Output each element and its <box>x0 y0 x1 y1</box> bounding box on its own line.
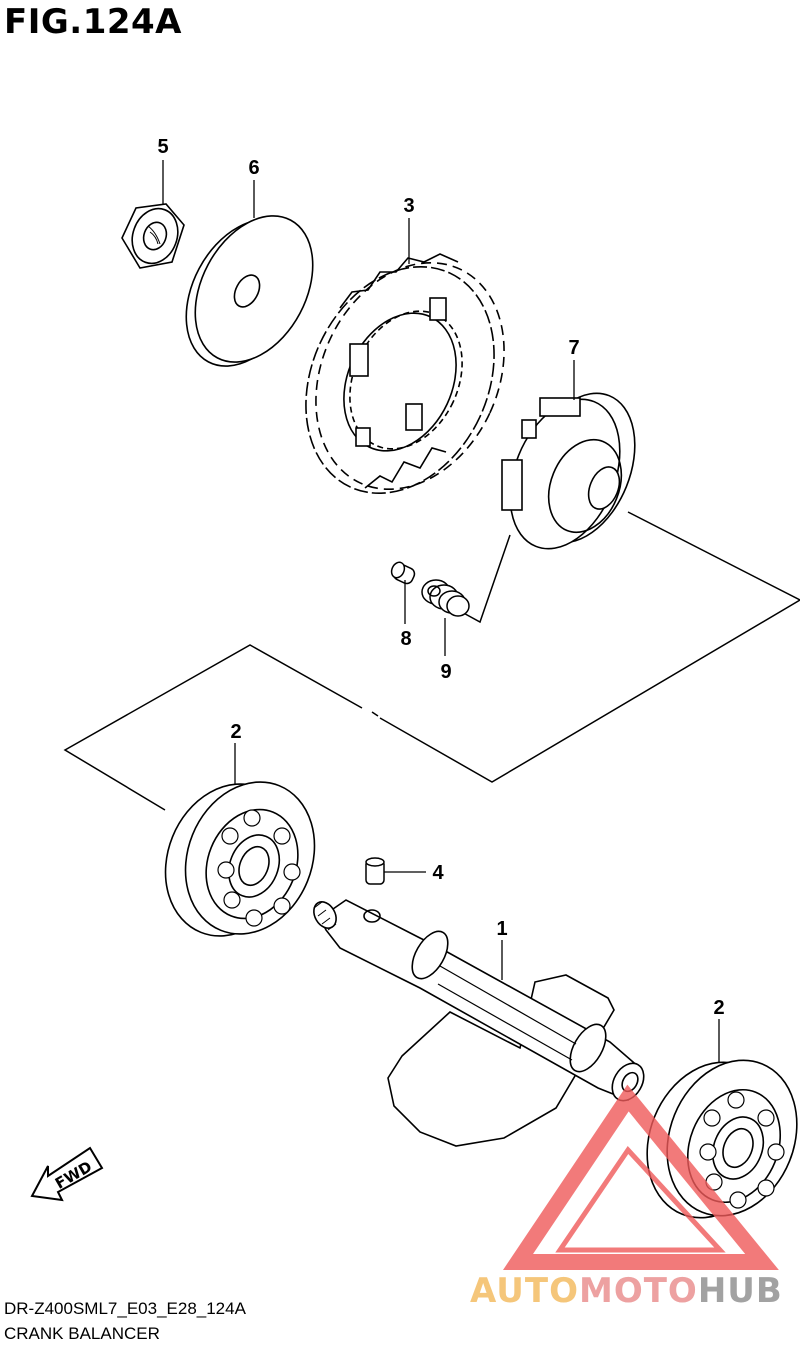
figure-name: CRANK BALANCER <box>4 1324 160 1343</box>
callout-4: 4 <box>432 862 444 884</box>
callout-5: 5 <box>157 136 168 158</box>
watermark-auto: AUTO <box>470 1271 579 1311</box>
watermark-moto: MOTO <box>579 1271 698 1311</box>
part-pin <box>390 561 416 585</box>
fwd-arrow-icon: FWD <box>30 1146 104 1202</box>
part-hub <box>501 392 636 550</box>
callout-3: 3 <box>403 195 414 217</box>
part-washer <box>185 215 314 367</box>
part-key <box>365 857 385 885</box>
figure-code: DR-Z400SML7_E03_E28_124A <box>4 1299 246 1318</box>
callout-1: 1 <box>496 918 507 940</box>
part-bearing-upper <box>164 781 316 937</box>
figure-title: FIG.124A <box>4 2 182 42</box>
watermark-logo: AUTOMOTOHUB <box>470 1084 783 1311</box>
callout-9: 9 <box>440 661 451 683</box>
callout-2-lower: 2 <box>713 997 724 1019</box>
callout-7: 7 <box>568 337 579 359</box>
part-balancer-shaft <box>313 899 645 1147</box>
assembly-outline <box>63 511 800 811</box>
part-spring <box>421 579 470 617</box>
part-bearing-lower <box>646 1059 798 1219</box>
callout-8: 8 <box>400 628 411 650</box>
watermark-hub: HUB <box>698 1271 783 1311</box>
svg-text:AUTOMOTOHUB: AUTOMOTOHUB <box>470 1271 783 1311</box>
part-gear <box>305 253 505 495</box>
leader-lines <box>162 160 720 1062</box>
part-nut <box>121 203 185 269</box>
callout-2-upper: 2 <box>230 721 241 743</box>
callout-6: 6 <box>248 157 259 179</box>
